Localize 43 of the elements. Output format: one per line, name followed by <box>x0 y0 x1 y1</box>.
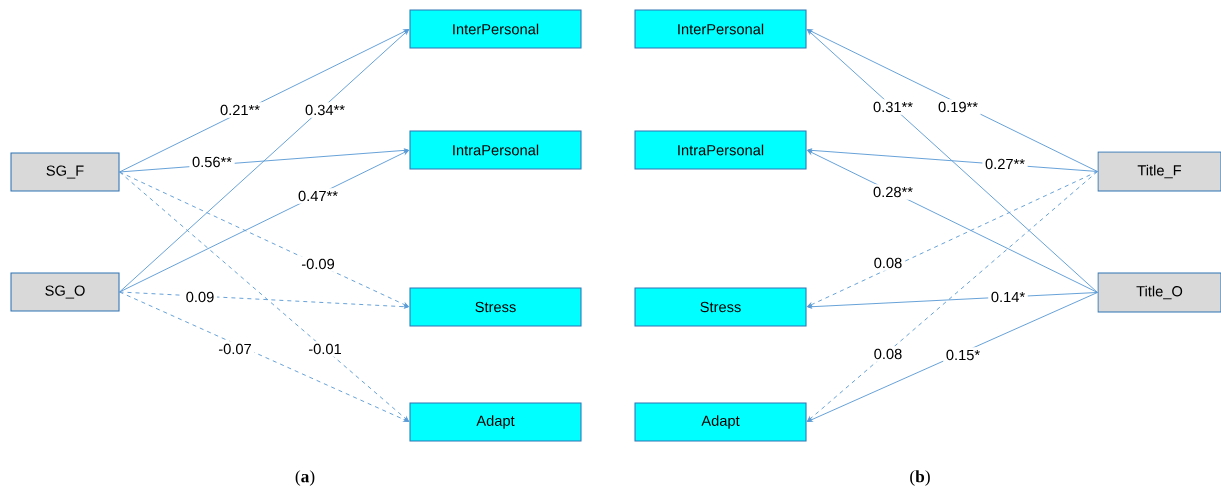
factor-box: Title_O <box>1097 272 1221 313</box>
edge-label: 0.34** <box>302 102 348 118</box>
arrow <box>807 29 1098 172</box>
outcome-box: InterPersonal <box>409 9 582 49</box>
outcome-box: InterPersonal <box>634 9 807 49</box>
arrow <box>807 150 1098 293</box>
edge-label: -0.07 <box>215 341 255 357</box>
arrow <box>119 150 409 293</box>
edge-label: 0.27** <box>982 156 1028 172</box>
factor-box: Title_F <box>1097 151 1221 192</box>
edge-label: 0.21** <box>217 102 263 118</box>
outcome-box: Adapt <box>409 402 582 442</box>
arrow <box>119 29 409 293</box>
arrow <box>119 29 409 173</box>
edge-label: -0.09 <box>298 256 338 272</box>
outcome-box: IntraPersonal <box>634 130 807 170</box>
edge-label: 0.19** <box>935 99 981 115</box>
arrow <box>807 29 1098 293</box>
edge-label: 0.08 <box>871 255 905 271</box>
arrow <box>119 171 409 422</box>
edge-label: 0.47** <box>295 188 341 204</box>
factor-box: SG_F <box>10 152 120 192</box>
panel-label: (a) <box>295 470 315 486</box>
edge-label: 0.09 <box>183 289 217 305</box>
arrow <box>807 292 1098 422</box>
arrow <box>807 171 1098 422</box>
arrow <box>807 292 1098 309</box>
panel-label: (b) <box>910 470 930 486</box>
arrow <box>119 291 409 309</box>
edge-label: 0.31** <box>870 99 916 115</box>
edge-label: 0.56** <box>189 154 235 170</box>
outcome-box: Adapt <box>634 402 807 442</box>
arrow <box>119 291 409 422</box>
edge-label: -0.01 <box>305 341 345 357</box>
edge-label: 0.28** <box>870 184 916 200</box>
factor-box: SG_O <box>10 272 120 312</box>
edge-label: 0.15* <box>943 347 983 363</box>
outcome-box: Stress <box>409 287 582 327</box>
arrow <box>119 171 409 307</box>
outcome-box: IntraPersonal <box>409 130 582 170</box>
edge-label: 0.14* <box>988 289 1028 305</box>
outcome-box: Stress <box>634 287 807 327</box>
edge-label: 0.08 <box>871 346 905 362</box>
